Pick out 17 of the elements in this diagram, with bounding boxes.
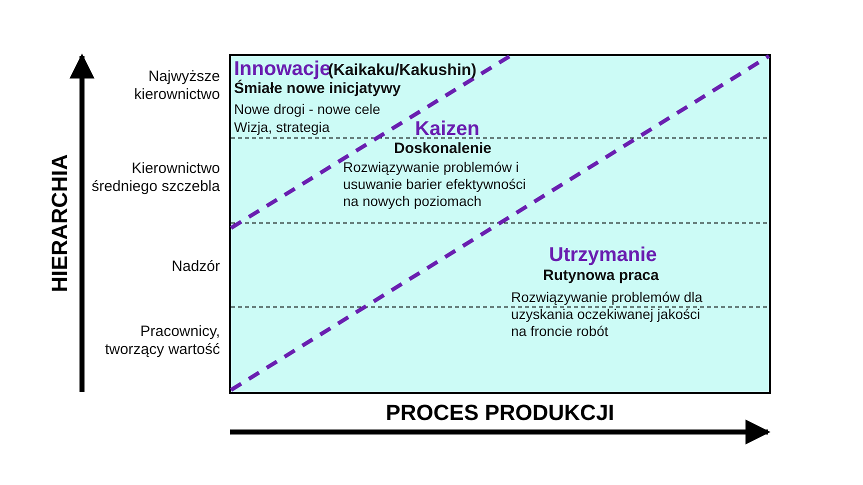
section-heading: Innowacje bbox=[234, 57, 331, 80]
section-subtitle: (Kaikaku/Kakushin) bbox=[328, 62, 476, 79]
body-text: Rozwiązywanie problemów i usuwanie barier efektywności na nowych poziomach bbox=[343, 159, 527, 210]
body-text: Rozwiązywanie problemów dla uzyskania oczekiwanej jakości na froncie robót bbox=[511, 289, 704, 340]
section-heading: Kaizen bbox=[415, 117, 480, 141]
axis-title: HIERARCHIA bbox=[46, 153, 73, 294]
row-label: Kierownictwo średniego szczebla bbox=[90, 160, 220, 196]
row-label: Pracownicy, tworzący wartość bbox=[104, 323, 220, 359]
row-label: Nadzór bbox=[170, 258, 220, 276]
body-text: Nowe drogi - nowe cele bbox=[234, 101, 380, 118]
section-subheading: Śmiałe nowe inicjatywy bbox=[234, 80, 401, 98]
section-subheading: Rutynowa praca bbox=[543, 267, 659, 285]
body-text: Wizja, strategia bbox=[234, 119, 330, 136]
row-label: Najwyższe kierownictwo bbox=[133, 68, 220, 104]
section-subheading: Doskonalenie bbox=[394, 140, 492, 158]
section-heading: Utrzymanie bbox=[549, 243, 657, 267]
axis-title: PROCES PRODUKCJI bbox=[384, 400, 616, 426]
